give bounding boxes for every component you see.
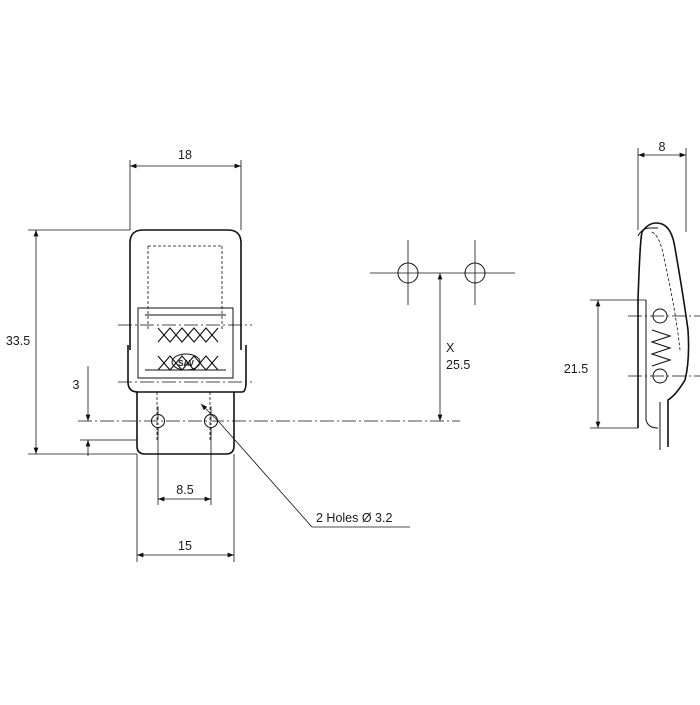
label-3: 3 <box>73 378 80 392</box>
spring-housing <box>137 307 234 379</box>
side-profile <box>637 222 690 447</box>
label-8-5: 8.5 <box>176 483 193 497</box>
dim-width-top: 18 <box>129 148 242 230</box>
dim-side-height: 21.5 <box>564 299 646 429</box>
dim-hole-spacing: 8.5 <box>157 428 212 505</box>
logo-badge <box>171 353 201 371</box>
hole-note-leader: 2 Holes Ø 3.2 <box>200 403 410 528</box>
dim-height-total: 33.5 <box>6 229 137 455</box>
front-view: SAV <box>118 229 252 455</box>
base-plate <box>136 392 235 455</box>
label-8: 8 <box>659 140 666 154</box>
dim-side-depth: 8 <box>637 140 687 232</box>
label-21-5: 21.5 <box>564 362 588 376</box>
mounting-pattern: X 25.5 <box>370 240 515 421</box>
label-25-5: 25.5 <box>446 358 470 372</box>
spring-mesh <box>157 327 219 371</box>
side-spring <box>650 329 672 367</box>
dim-base-width: 15 <box>136 454 235 562</box>
label-x: X <box>446 341 455 355</box>
side-view <box>628 222 700 450</box>
lever-bar <box>127 345 247 393</box>
label-hole-note: 2 Holes Ø 3.2 <box>316 511 392 525</box>
label-33-5: 33.5 <box>6 334 30 348</box>
dim-slot-offset: 3 <box>73 366 137 456</box>
label-18: 18 <box>178 148 192 162</box>
logo-text: SAV <box>178 359 195 368</box>
label-15: 15 <box>178 539 192 553</box>
latch-hook <box>129 229 242 350</box>
hook-inner-outline <box>147 245 223 330</box>
